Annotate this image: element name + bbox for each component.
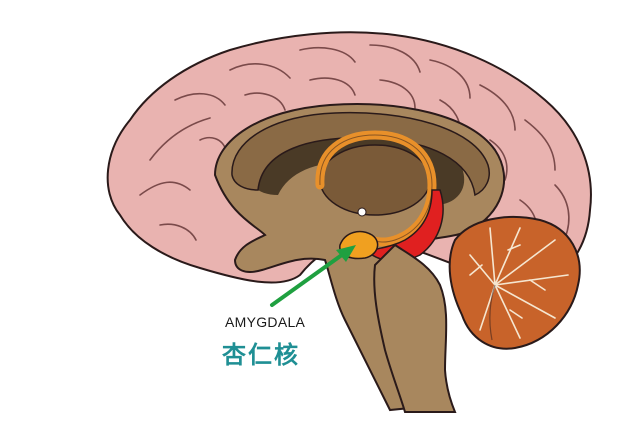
thalamus <box>319 144 431 216</box>
arrow-icon <box>270 245 356 307</box>
pineal-dot <box>357 207 367 217</box>
corpus-callosum <box>231 111 490 197</box>
cerebellum <box>448 216 581 350</box>
brainstem <box>373 243 457 413</box>
amygdala-label-zh: 杏仁核 <box>222 341 300 369</box>
amygdala-label-en: AMYGDALA <box>225 314 306 330</box>
